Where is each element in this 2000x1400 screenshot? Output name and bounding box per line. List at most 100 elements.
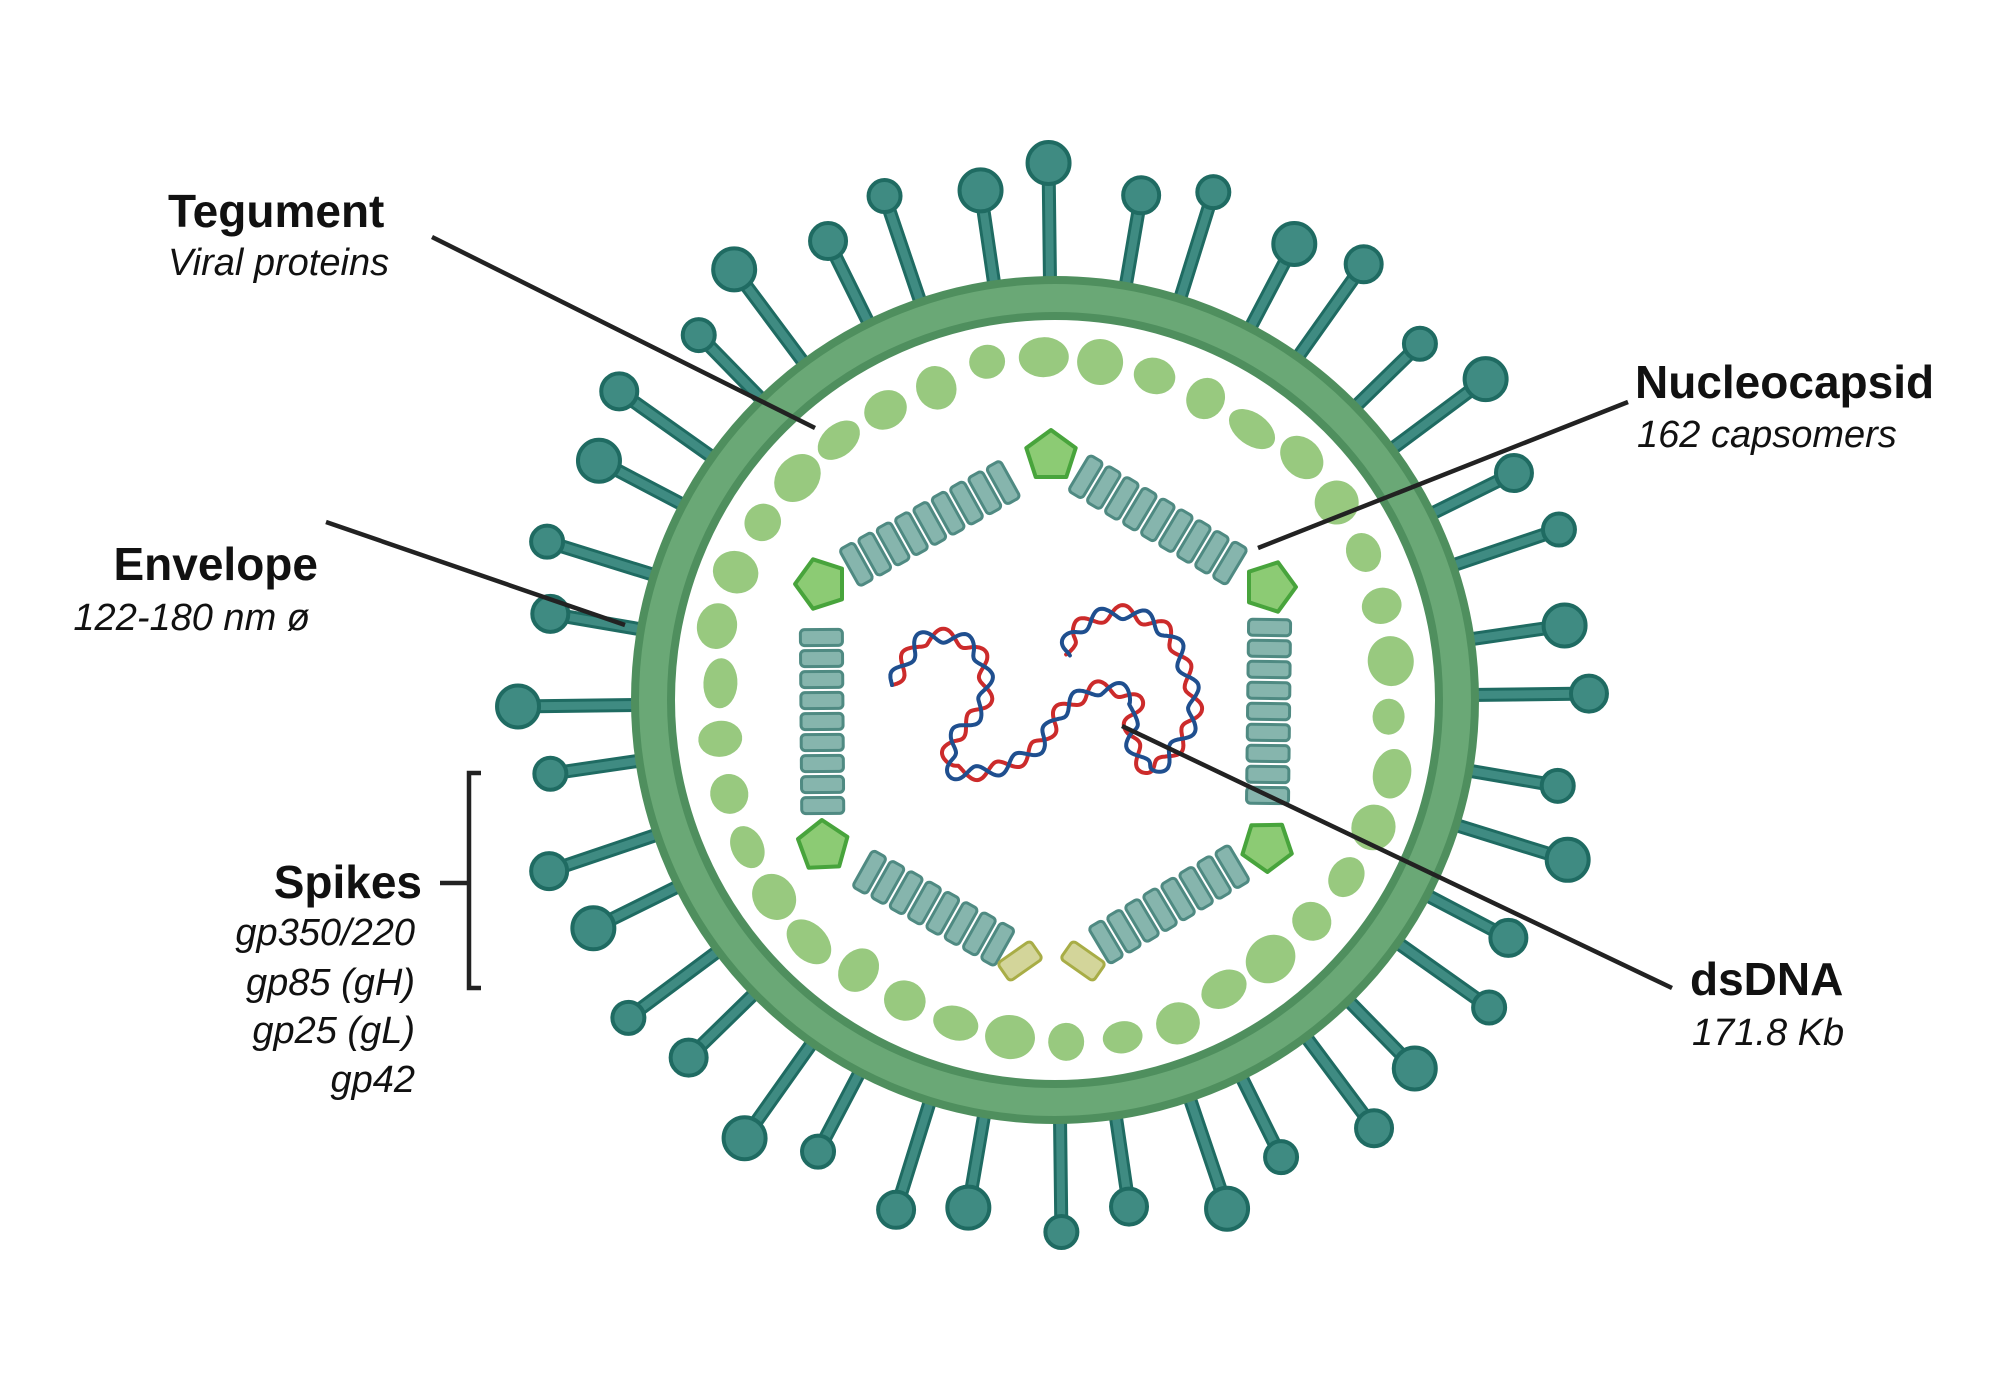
tegument-protein [1102,1021,1143,1054]
capsomer [907,880,942,926]
tegument-protein [1328,857,1365,898]
capsomer [799,711,845,732]
spike-head [575,437,622,484]
capsomer [857,531,893,577]
tegument-protein [703,658,738,709]
spikes-glycoprotein-gl: gp25 (gL) [252,1010,415,1052]
capsid-open-vertex [1060,940,1106,982]
capsomer [980,921,1016,967]
tegument-protein [1372,748,1412,799]
spike-head [1493,453,1534,494]
capsomer [800,774,846,795]
spike-head [1391,1045,1438,1092]
tegument-protein [1372,698,1405,735]
capsid-vertex [1247,560,1298,614]
spike-head [1121,175,1162,216]
capsomer [962,911,997,957]
capsomer [1245,764,1291,785]
spikes-glycoprotein-gp42: gp42 [330,1059,415,1101]
tegument-protein [1345,532,1382,572]
capsomer [1245,743,1291,764]
tegument-protein [786,919,832,965]
capsomer [930,490,966,536]
tegument-subtitle: Viral proteins [168,242,389,284]
tegument-protein [1367,636,1414,687]
tegument-protein [774,454,821,503]
spike-head [945,1184,992,1231]
spike [1399,453,1534,534]
capsomer [852,849,887,895]
spike-head [532,755,569,792]
tegument-protein [933,1005,979,1041]
spike-head [680,317,717,354]
capsomer [943,901,979,946]
tegument-title: Tegument [168,185,384,237]
tegument-protein [1280,435,1324,480]
spike-head [529,851,570,892]
spikes-glycoprotein-gh: gp85 (gH) [246,962,415,1004]
tegument-protein [969,344,1006,379]
tegument-protein [838,948,880,992]
tegument-protein [1186,377,1226,420]
envelope-leader-line [325,519,626,628]
capsomer [894,511,929,556]
capsomer [870,860,906,905]
capsomer [949,480,984,526]
capsomer [1176,519,1212,564]
spike-head [570,905,617,952]
capsomer [1246,659,1292,680]
spike-head [1540,511,1577,548]
tegument-protein [864,390,907,430]
capsomer [1246,617,1293,638]
tegument-protein [730,826,765,869]
capsomer [1196,855,1232,900]
tegument-leader-line [430,234,817,431]
capsomer [798,627,844,648]
capsomer [800,795,846,816]
spike-head [1354,1108,1395,1149]
capsomer [1245,722,1291,743]
tegument-protein [985,1014,1035,1060]
capsomer [1140,497,1176,543]
nucleocapsid-leader-line [1257,399,1629,551]
capsomer [1068,454,1104,499]
tegument-protein [884,980,926,1021]
envelope-subtitle: 122-180 nm ø [73,597,310,639]
tegument-protein [1048,1022,1085,1061]
capsomer [985,460,1021,505]
capsomer [1158,508,1194,553]
spike-head [530,593,571,634]
capsomer [875,521,911,567]
spike-head [1568,673,1609,714]
spike-head [1109,1186,1150,1227]
capsomer [1246,638,1292,659]
tegument-protein [1292,901,1332,941]
spike-head [721,1115,768,1162]
capsomer [912,501,948,546]
tegument-protein [1201,969,1247,1009]
capsid-open-vertex [997,940,1043,982]
spike-head [1263,1139,1300,1176]
spike-head [1401,325,1438,362]
spike-head [1043,1213,1080,1250]
viral-envelope [631,276,1479,1124]
capsomer [799,669,845,690]
capsomer [1104,476,1140,521]
capsid-vertex [1240,822,1294,874]
spike-head [1025,140,1072,187]
tegument-protein [1077,338,1124,385]
nucleocapsid-title: Nucleocapsid [1635,356,1934,408]
dsdna-leader-line [1121,723,1673,991]
spike-head [1544,836,1591,883]
tegument-proteins [696,337,1414,1061]
capsomer [1106,909,1142,954]
nucleocapsid-subtitle: 162 capsomers [1637,414,1897,456]
dna-strand-red [890,603,1205,783]
nucleocapsid-shell [793,428,1298,982]
dna-strand-blue [888,606,1201,782]
capsomer [799,753,845,774]
capsid-vertex [796,818,850,870]
tegument-protein [1228,409,1276,450]
capsomer [1246,701,1292,722]
capsid-vertex [793,557,844,611]
